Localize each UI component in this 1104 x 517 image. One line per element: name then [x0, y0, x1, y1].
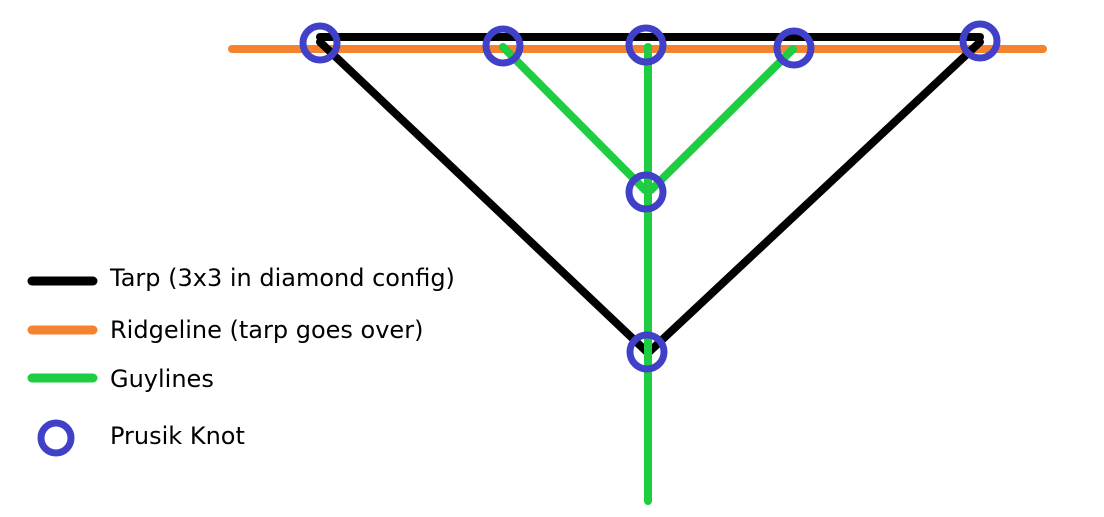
prusik-knot-icon	[482, 25, 524, 67]
legend-label-guylines: Guylines	[110, 365, 214, 393]
legend-label-tarp: Tarp (3x3 in diamond config)	[109, 264, 455, 292]
prusik-knot-icon	[625, 24, 667, 66]
prusik-knot-icon	[959, 20, 1001, 62]
legend-item-ridgeline: Ridgeline (tarp goes over)	[27, 316, 423, 344]
guyline-right-diagonal	[647, 45, 797, 194]
prusik-knot-icon	[625, 171, 667, 213]
legend: Tarp (3x3 in diamond config) Ridgeline (…	[27, 264, 455, 457]
legend-prusik-knot-icon	[37, 419, 75, 457]
legend-label-prusik-knot: Prusik Knot	[110, 422, 245, 450]
legend-item-tarp: Tarp (3x3 in diamond config)	[27, 264, 455, 292]
tarp-left-edge	[316, 38, 652, 357]
guyline-left-diagonal	[499, 43, 649, 194]
legend-item-guylines: Guylines	[27, 365, 214, 393]
legend-label-ridgeline: Ridgeline (tarp goes over)	[110, 316, 423, 344]
prusik-knot-icon	[299, 22, 341, 64]
legend-item-prusik-knot: Prusik Knot	[37, 419, 245, 457]
prusik-knot-icon	[626, 331, 668, 373]
tarp-right-edge	[644, 38, 984, 357]
prusik-knot-icon	[773, 27, 815, 69]
